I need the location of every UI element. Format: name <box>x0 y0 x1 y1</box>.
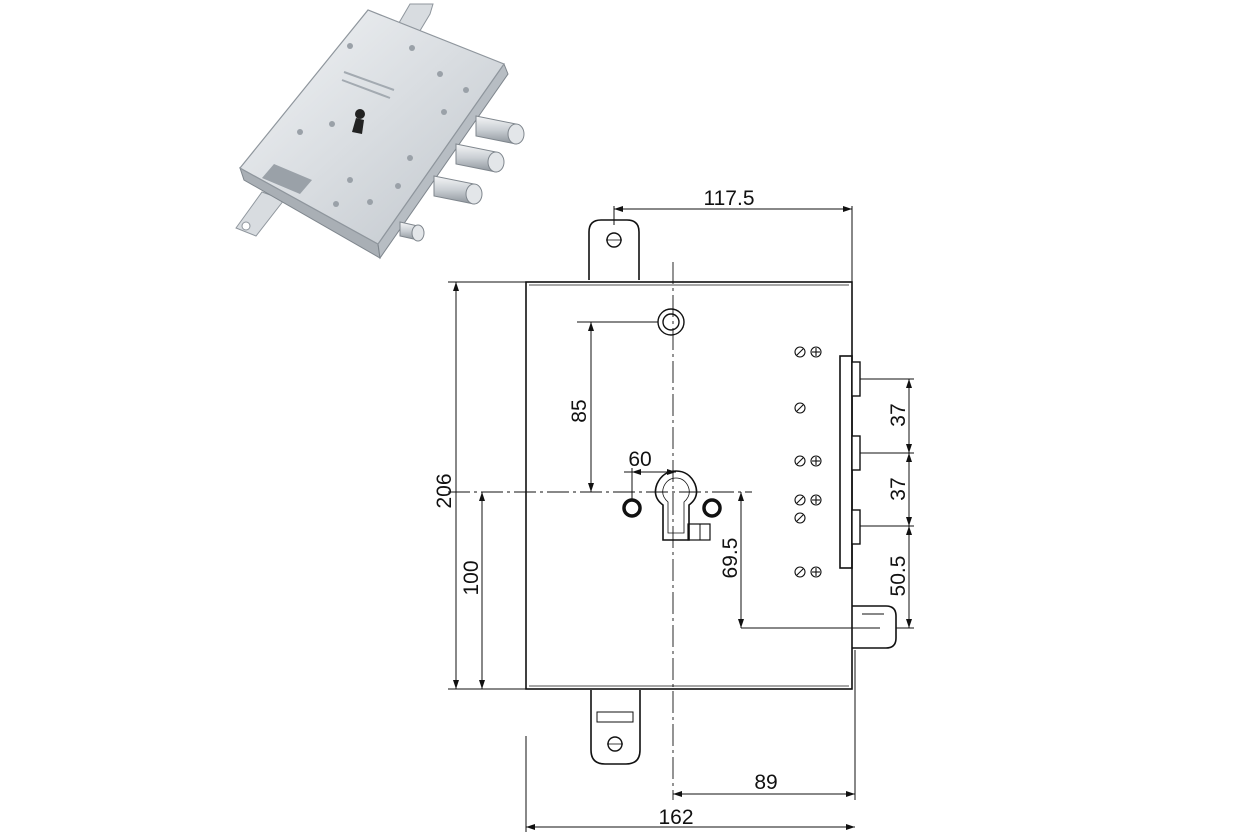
dimension-lines <box>448 206 914 832</box>
deadbolt-2 <box>851 435 861 471</box>
dim-latch-offset: 69.5 <box>719 538 742 579</box>
dim-bolt-spacing-1: 37 <box>887 403 910 426</box>
lock-product-photo <box>235 3 525 260</box>
dim-overall-height: 206 <box>433 473 456 508</box>
cylinder-cutout <box>654 470 711 541</box>
deadbolt-1 <box>851 361 861 397</box>
deadbolt-3 <box>851 509 861 545</box>
deadbolts <box>851 361 861 545</box>
center-lines <box>448 262 752 800</box>
faceplate-screws <box>794 346 822 578</box>
dim-bolt-to-latch: 50.5 <box>887 556 910 597</box>
dim-cylinder-spacing: 60 <box>628 448 651 471</box>
dim-backset: 89 <box>754 771 777 794</box>
lock-body-outline <box>525 219 897 765</box>
dim-lower-height: 100 <box>460 560 483 595</box>
spindle-hole <box>657 308 685 336</box>
dim-bolt-spacing-2: 37 <box>887 477 910 500</box>
cylinder-fixing-holes <box>622 498 722 518</box>
dim-backset-to-top: 85 <box>568 399 591 422</box>
mounting-holes <box>606 232 685 752</box>
dim-overall-width: 162 <box>658 806 693 829</box>
dimension-labels: 117.5 206 85 60 100 69.5 37 37 50.5 89 1… <box>433 187 910 829</box>
dim-top-width: 117.5 <box>704 187 755 210</box>
dimension-arrows <box>453 206 912 830</box>
